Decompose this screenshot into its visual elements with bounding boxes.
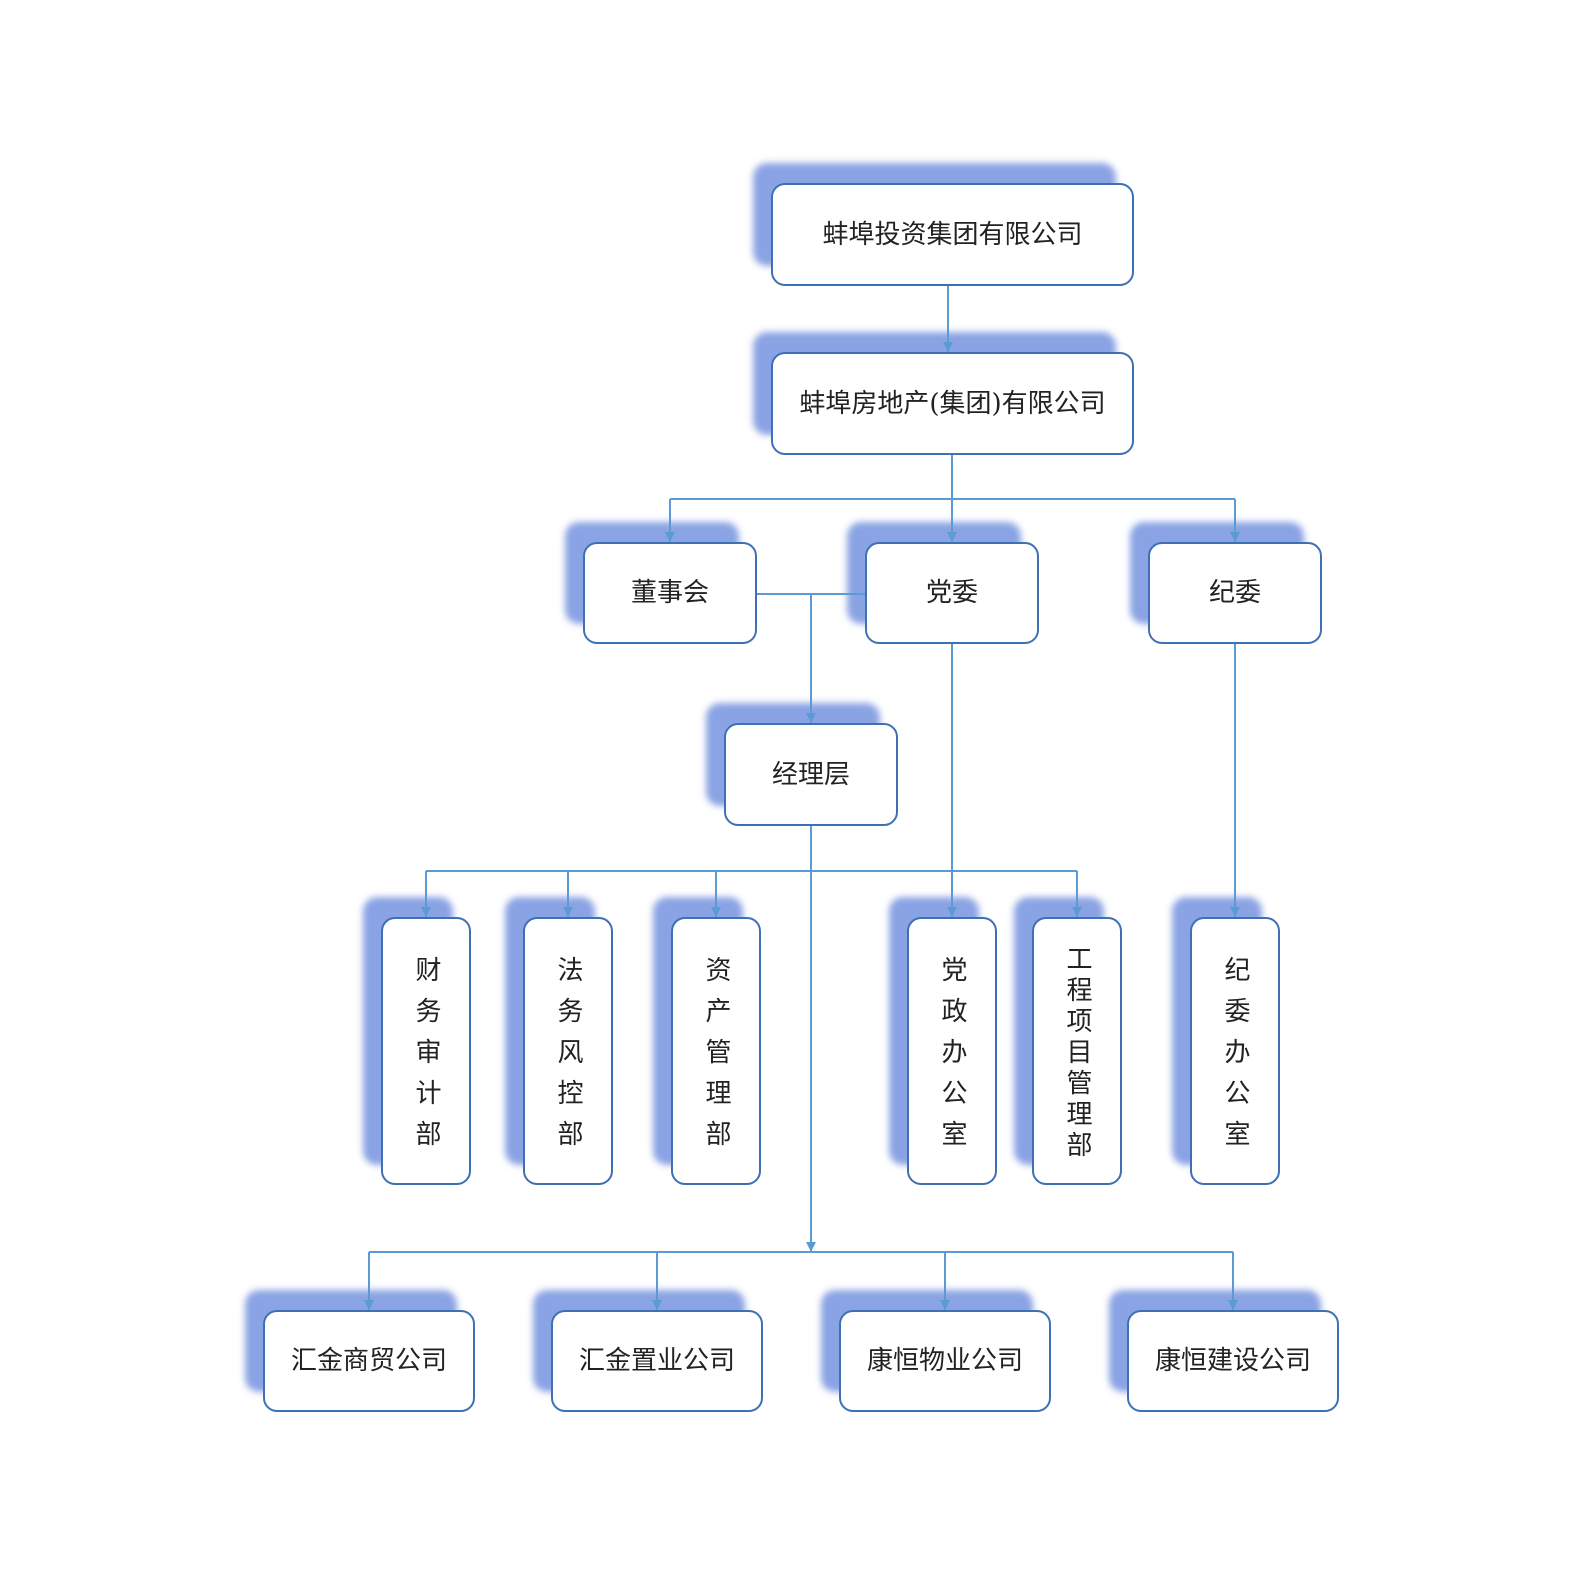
node-legal-risk-dept: 法务风控部 <box>523 917 613 1185</box>
node-management: 经理层 <box>724 723 898 826</box>
node-label: 蚌埠投资集团有限公司 <box>822 219 1083 250</box>
node-label: 纪委 <box>1208 578 1261 608</box>
node-group-company: 蚌埠投资集团有限公司 <box>771 183 1134 286</box>
node-label: 党政办公室 <box>937 956 967 1161</box>
node-asset-management-dept: 资产管理部 <box>671 917 761 1185</box>
node-kangheng-property-mgmt: 康恒物业公司 <box>839 1310 1051 1412</box>
node-label: 工程项目管理部 <box>1062 945 1092 1162</box>
node-label: 董事会 <box>630 578 709 608</box>
node-label: 汇金商贸公司 <box>290 1346 447 1376</box>
node-label: 康恒物业公司 <box>866 1346 1023 1376</box>
node-discipline-office: 纪委办公室 <box>1190 917 1280 1185</box>
node-board-of-directors: 董事会 <box>583 542 757 644</box>
node-discipline-committee: 纪委 <box>1148 542 1322 644</box>
node-label: 财务审计部 <box>411 956 441 1161</box>
node-label: 康恒建设公司 <box>1154 1346 1311 1376</box>
node-finance-audit-dept: 财务审计部 <box>381 917 471 1185</box>
node-party-office: 党政办公室 <box>907 917 997 1185</box>
node-kangheng-construction: 康恒建设公司 <box>1127 1310 1339 1412</box>
node-label: 法务风控部 <box>553 956 583 1161</box>
node-engineering-project-dept: 工程项目管理部 <box>1032 917 1122 1185</box>
node-huijin-property-dev: 汇金置业公司 <box>551 1310 763 1412</box>
node-label: 资产管理部 <box>701 956 731 1161</box>
node-huijin-trade: 汇金商贸公司 <box>263 1310 475 1412</box>
node-real-estate-company: 蚌埠房地产(集团)有限公司 <box>771 352 1134 455</box>
node-label: 党委 <box>925 578 978 608</box>
node-label: 经理层 <box>771 759 850 790</box>
node-party-committee: 党委 <box>865 542 1039 644</box>
node-label: 纪委办公室 <box>1220 956 1250 1161</box>
node-label: 汇金置业公司 <box>578 1346 735 1376</box>
node-label: 蚌埠房地产(集团)有限公司 <box>799 388 1106 419</box>
